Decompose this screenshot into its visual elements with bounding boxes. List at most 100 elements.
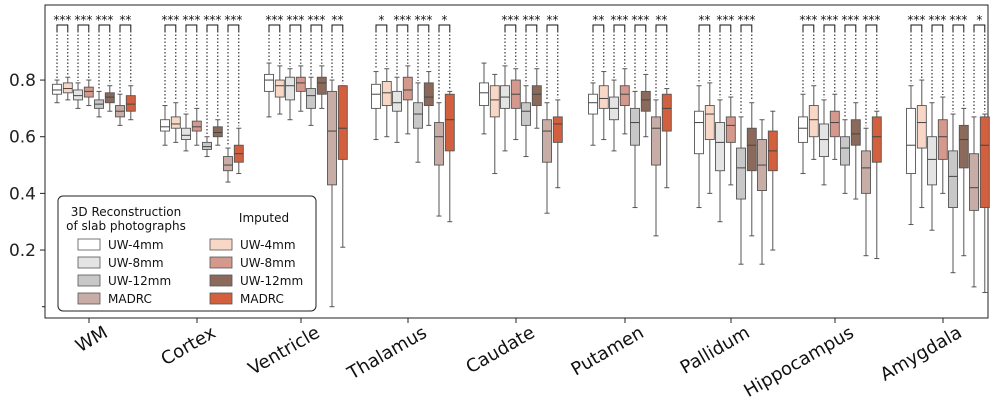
legend-swatch (209, 292, 233, 305)
significance-label: *** (265, 13, 283, 27)
significance-label: ** (698, 13, 710, 27)
box-body (542, 119, 552, 163)
significance-marker: ** (546, 13, 558, 101)
significance-label: *** (95, 13, 113, 27)
significance-marker: *** (799, 13, 817, 93)
significance-bracket (98, 24, 111, 31)
significance-marker: *** (949, 13, 967, 113)
legend-swatch (209, 238, 233, 251)
box-body (295, 76, 306, 92)
box-uw-4mm-photo (588, 82, 598, 146)
significance-marker: *** (161, 13, 179, 104)
legend-label: UW-4mm (108, 238, 164, 252)
legend-item: UW-8mm (209, 256, 296, 270)
significance-label: *** (224, 13, 242, 27)
significance-label: *** (74, 13, 92, 27)
significance-bracket (910, 24, 923, 31)
box-body (819, 123, 829, 158)
box-body (316, 76, 327, 95)
category-group-thalamus (371, 65, 455, 223)
legend-swatch (77, 256, 101, 269)
box-uw-4mm-imputed (916, 79, 927, 209)
box-uw-8mm-imputed (402, 65, 413, 135)
significance-bracket (289, 24, 302, 31)
box-body (489, 85, 500, 118)
box-madrc-imputed (337, 85, 348, 248)
box-madrc-photo (651, 99, 661, 237)
box-madrc-photo (861, 127, 871, 257)
legend-label: UW-12mm (108, 274, 171, 288)
significance-label: *** (737, 13, 755, 27)
category-group-amygdala (906, 79, 990, 294)
legend-label: UW-8mm (240, 256, 296, 270)
box-madrc-photo (757, 119, 767, 265)
significance-bracket (268, 24, 281, 31)
x-category-label: Caudate (463, 322, 539, 378)
legend-item: MADRC (77, 292, 152, 306)
box-uw-8mm-photo (392, 76, 402, 143)
significance-bracket (119, 24, 132, 31)
significance-marker: *** (95, 13, 113, 90)
box-uw-8mm-imputed (510, 68, 521, 141)
legend-item: UW-12mm (77, 274, 171, 288)
box-uw-12mm-imputed (850, 102, 861, 200)
box-body (402, 76, 413, 101)
significance-marker: ** (698, 13, 710, 84)
legend-header-right: Imputed (239, 211, 289, 225)
box-uw-4mm-imputed (489, 73, 500, 175)
box-madrc-imputed (125, 85, 136, 121)
box-body (264, 73, 274, 92)
significance-label: * (976, 13, 982, 27)
significance-label: ** (592, 13, 604, 27)
significance-label: *** (501, 13, 519, 27)
box-uw-12mm-photo (630, 90, 640, 209)
box-uw-12mm-photo (948, 113, 958, 274)
category-group-hippocampus (798, 85, 882, 260)
significance-bracket (56, 24, 69, 31)
box-uw-4mm-imputed (598, 71, 609, 141)
box-body (434, 122, 444, 166)
significance-label: *** (716, 13, 734, 27)
significance-bracket (613, 24, 626, 31)
significance-label: *** (928, 13, 946, 27)
box-body (423, 82, 434, 107)
box-body (274, 79, 285, 98)
significance-bracket (438, 24, 451, 31)
significance-label: ** (119, 13, 131, 27)
significance-label: *** (53, 13, 71, 27)
y-tick-label: 0.4 (9, 184, 36, 204)
box-madrc-photo (542, 102, 552, 214)
box-body (979, 116, 990, 208)
box-body (170, 116, 181, 129)
box-madrc-imputed (661, 88, 672, 189)
box-madrc-photo (327, 79, 337, 308)
box-uw-8mm-photo (285, 68, 295, 121)
legend-header-line-1: 3D Reconstruction (71, 205, 182, 219)
significance-bracket (504, 24, 517, 31)
box-madrc-imputed (767, 110, 778, 251)
box-groups (52, 62, 990, 308)
significance-marker: *** (716, 13, 734, 98)
box-body (337, 85, 348, 160)
box-body (306, 88, 316, 109)
legend-item: UW-8mm (77, 256, 164, 270)
significance-marker: *** (203, 13, 221, 135)
significance-marker: *** (522, 13, 540, 84)
legend-swatch (77, 238, 101, 251)
significance-bracket (931, 24, 944, 31)
box-madrc-imputed (233, 127, 244, 175)
significance-label: *** (161, 13, 179, 27)
significance-bracket (592, 24, 605, 31)
box-body (125, 95, 136, 112)
significance-marker: * (973, 13, 986, 115)
x-category-label: Amygdala (877, 322, 966, 385)
y-tick-label: 0.8 (9, 71, 36, 91)
significance-marker: *** (286, 13, 304, 67)
significance-label: * (378, 13, 384, 27)
significance-bracket (77, 24, 90, 31)
box-uw-4mm-imputed (274, 65, 285, 115)
box-uw-4mm-imputed (62, 76, 73, 101)
